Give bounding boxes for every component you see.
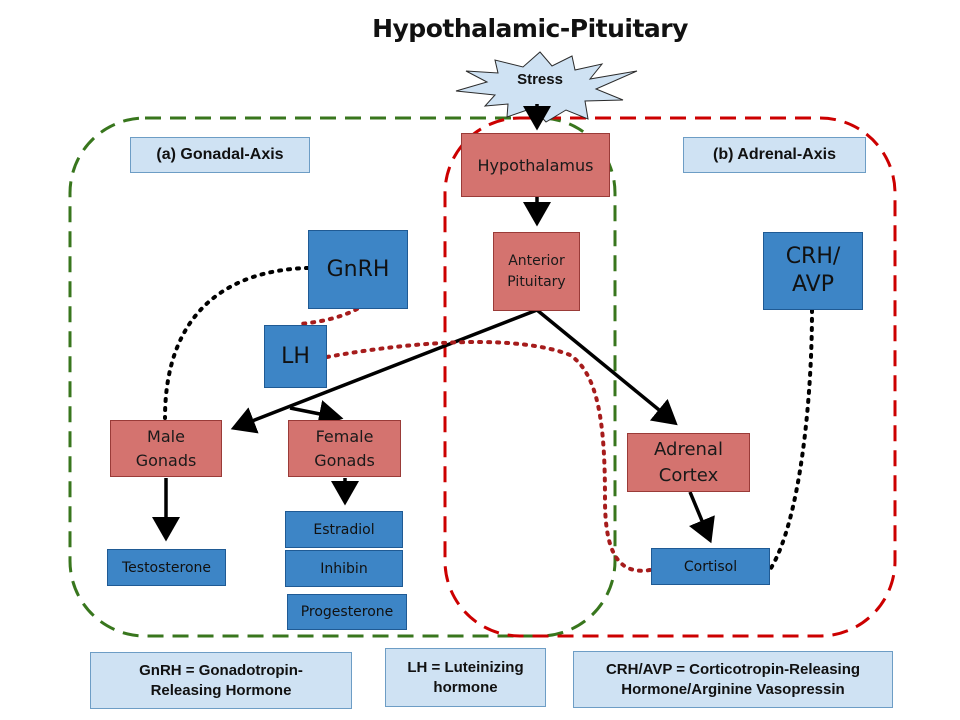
gnrh-node: GnRH — [308, 230, 408, 309]
feedback-gnrh-lh — [298, 307, 359, 326]
stress-label: Stress — [517, 71, 563, 88]
legend-crh-avp: CRH/AVP = Corticotropin-Releasing Hormon… — [573, 651, 893, 708]
adrenal-cortex-node: Adrenal Cortex — [627, 433, 750, 492]
diagram-title: Hypothalamic-Pituitary — [372, 14, 688, 43]
gonadal-axis-label: (a) Gonadal-Axis — [130, 137, 310, 173]
feedback-lh-cortisol — [325, 340, 652, 573]
female-gonads-node: Female Gonads — [288, 420, 401, 477]
cortisol-node: Cortisol — [651, 548, 770, 585]
arrow-pituitary-to-male-gonads — [230, 308, 538, 434]
estradiol-node: Estradiol — [285, 511, 403, 548]
adrenal-axis-label: (b) Adrenal-Axis — [683, 137, 866, 173]
hypothalamus-node: Hypothalamus — [461, 133, 610, 197]
feedback-gnrh-male-gonads — [163, 266, 310, 420]
arrow-adrenal-cortex-to-cortisol — [688, 491, 715, 544]
arrow-pituitary-to-adrenal-cortex — [535, 308, 678, 426]
lh-node: LH — [264, 325, 327, 388]
adrenal-axis-boundary — [443, 116, 897, 638]
arrow-pituitary-to-female-gonads — [289, 400, 344, 428]
inhibin-node: Inhibin — [285, 550, 403, 587]
legend-lh: LH = Luteinizing hormone — [385, 648, 546, 707]
legend-gnrh: GnRH = Gonadotropin-Releasing Hormone — [90, 652, 352, 709]
feedback-crh-cortisol — [769, 308, 814, 570]
anterior-pituitary-node: Anterior Pituitary — [493, 232, 580, 311]
testosterone-node: Testosterone — [107, 549, 226, 586]
male-gonads-node: Male Gonads — [110, 420, 222, 477]
crh-avp-node: CRH/ AVP — [763, 232, 863, 310]
progesterone-node: Progesterone — [287, 594, 407, 630]
